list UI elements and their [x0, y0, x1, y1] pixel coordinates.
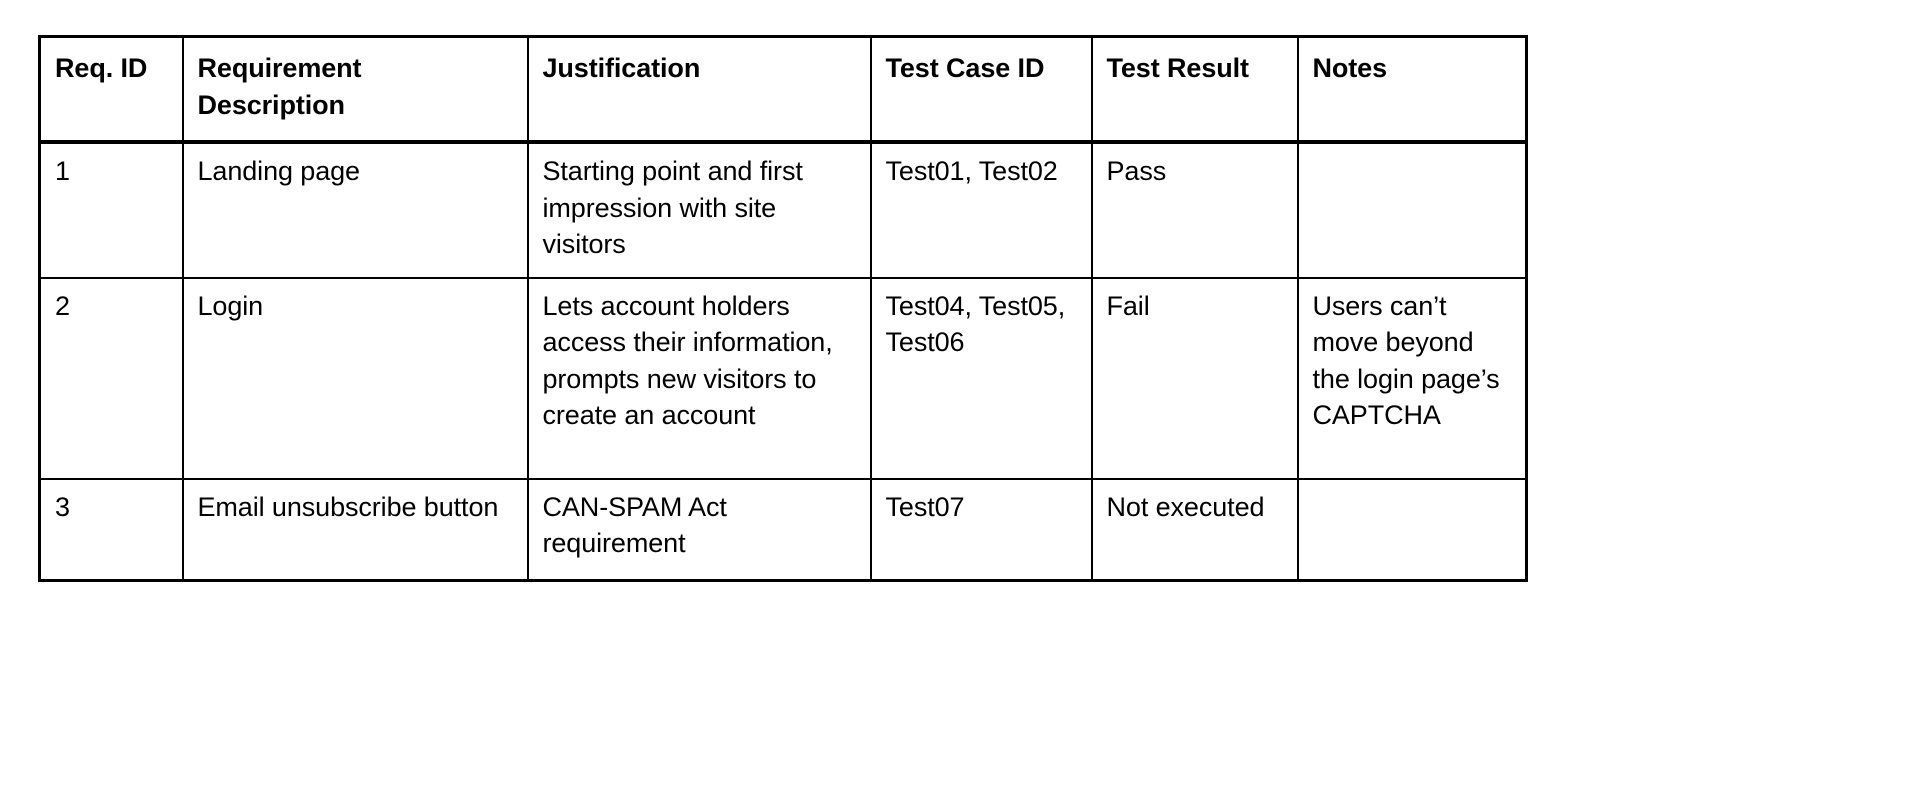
table-header-row: Req. ID Requirement Description Justific…	[38, 35, 1528, 144]
cell-notes-value: Users can’t move beyond the login page’s…	[1312, 290, 1500, 431]
column-header-justification-label: Justification	[542, 53, 701, 83]
cell-justification-value: Lets account holders access their inform…	[542, 290, 833, 431]
cell-req-id-value: 2	[55, 290, 70, 321]
cell-test-case-id: Test07	[869, 477, 1093, 582]
cell-test-case-id: Test01, Test02	[869, 141, 1093, 279]
column-header-notes-label: Notes	[1312, 53, 1388, 83]
cell-test-case-id: Test04, Test05, Test06	[869, 276, 1093, 480]
cell-justification-value: CAN-SPAM Act requirement	[542, 491, 727, 559]
cell-notes	[1296, 141, 1528, 279]
table-row: 3 Email unsubscribe button CAN-SPAM Act …	[38, 477, 1528, 582]
cell-test-result: Not executed	[1090, 477, 1299, 582]
cell-requirement-description: Email unsubscribe button	[181, 477, 529, 582]
cell-justification-value: Starting point and first impression with…	[542, 156, 803, 260]
column-header-req-id: Req. ID	[38, 35, 184, 144]
cell-test-result: Fail	[1090, 276, 1299, 480]
table-row: 2 Login Lets account holders access thei…	[38, 276, 1528, 480]
column-header-test-case-id-label: Test Case ID	[885, 53, 1045, 83]
table-body: 1 Landing page Starting point and first …	[38, 141, 1528, 582]
requirements-traceability-table: Req. ID Requirement Description Justific…	[38, 35, 1528, 582]
cell-requirement-description-value: Email unsubscribe button	[197, 491, 499, 522]
cell-test-case-id-value: Test01, Test02	[885, 156, 1058, 186]
cell-req-id: 3	[38, 477, 184, 582]
cell-justification: Lets account holders access their inform…	[526, 276, 872, 480]
cell-notes	[1296, 477, 1528, 582]
cell-test-result-value: Pass	[1106, 156, 1167, 186]
cell-test-result: Pass	[1090, 141, 1299, 279]
cell-test-case-id-value: Test07	[885, 491, 965, 522]
cell-req-id: 1	[38, 141, 184, 279]
column-header-req-id-label: Req. ID	[55, 53, 148, 83]
cell-test-case-id-value: Test04, Test05, Test06	[885, 290, 1066, 358]
cell-test-result-value: Not executed	[1106, 491, 1265, 522]
cell-requirement-description-value: Landing page	[197, 156, 361, 186]
requirements-traceability-table-wrapper: Req. ID Requirement Description Justific…	[38, 35, 1528, 582]
table-row: 1 Landing page Starting point and first …	[38, 141, 1528, 279]
cell-req-id-value: 1	[55, 156, 70, 186]
cell-justification: CAN-SPAM Act requirement	[526, 477, 872, 582]
table-header: Req. ID Requirement Description Justific…	[38, 35, 1528, 144]
cell-req-id: 2	[38, 276, 184, 480]
column-header-test-result: Test Result	[1090, 35, 1299, 144]
cell-requirement-description-value: Login	[197, 290, 264, 321]
column-header-requirement-description: Requirement Description	[181, 35, 529, 144]
column-header-test-result-label: Test Result	[1106, 53, 1250, 83]
column-header-test-case-id: Test Case ID	[869, 35, 1093, 144]
cell-notes: Users can’t move beyond the login page’s…	[1296, 276, 1528, 480]
column-header-justification: Justification	[526, 35, 872, 144]
cell-requirement-description: Login	[181, 276, 529, 480]
cell-requirement-description: Landing page	[181, 141, 529, 279]
column-header-notes: Notes	[1296, 35, 1528, 144]
cell-justification: Starting point and first impression with…	[526, 141, 872, 279]
cell-req-id-value: 3	[55, 491, 70, 522]
cell-test-result-value: Fail	[1106, 290, 1150, 321]
column-header-requirement-description-label: Requirement Description	[197, 53, 362, 120]
